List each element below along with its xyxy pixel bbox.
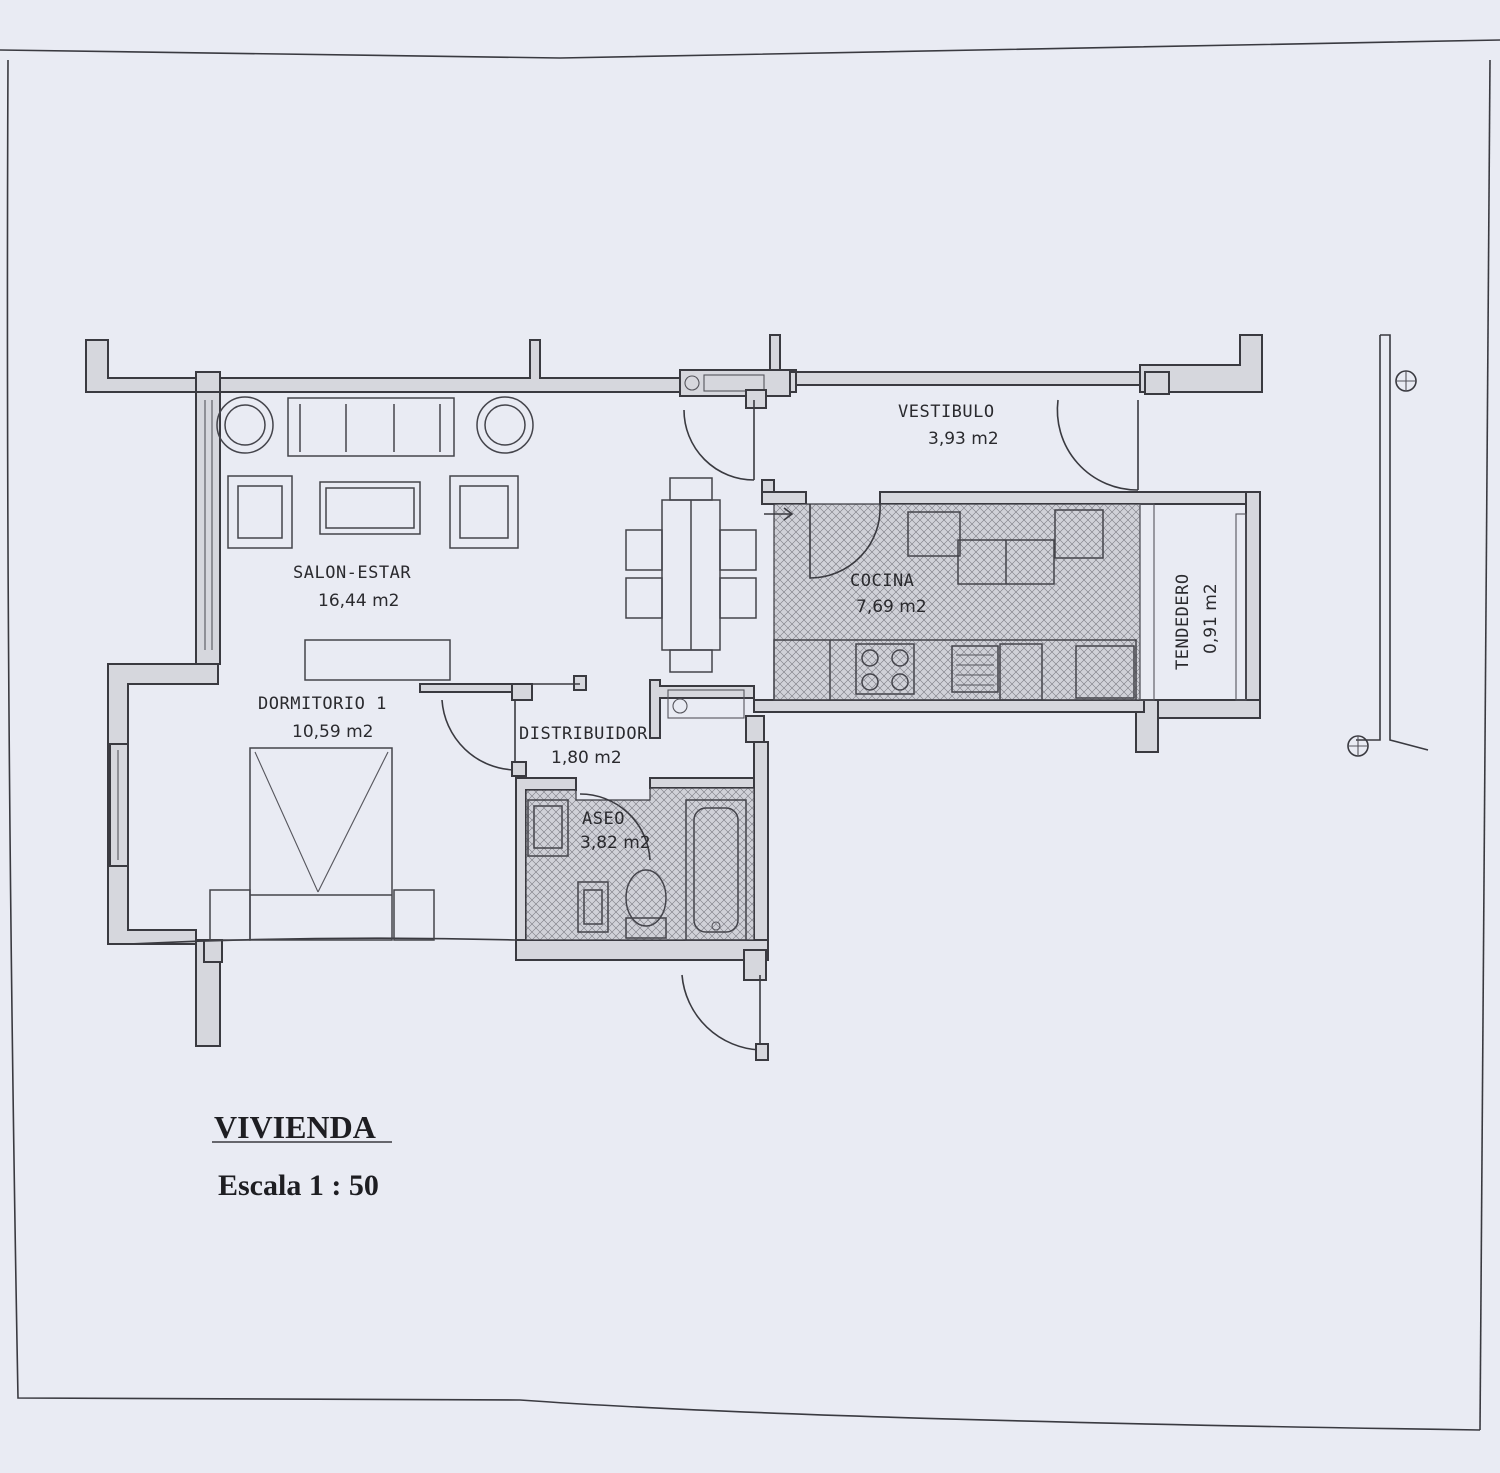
exterior-wall-north bbox=[85, 334, 1263, 403]
property-line bbox=[1347, 334, 1429, 757]
plan-title: VIVIENDA bbox=[214, 1109, 376, 1145]
tendedero bbox=[1139, 503, 1247, 701]
vestibulo-area: 3,93 m2 bbox=[928, 429, 999, 449]
salon-west-wall bbox=[195, 391, 221, 665]
interior-walls bbox=[753, 479, 1261, 753]
dormitorio-area: 10,59 m2 bbox=[292, 722, 373, 742]
plan-scale: Escala 1 : 50 bbox=[218, 1169, 379, 1202]
dormitorio-walls bbox=[107, 663, 533, 1047]
cocina-area: 7,69 m2 bbox=[856, 597, 927, 617]
aseo-area: 3,82 m2 bbox=[580, 833, 651, 853]
vestibulo-doors bbox=[683, 399, 1139, 491]
salon-label: SALON-ESTAR bbox=[293, 563, 411, 583]
salon-area: 16,44 m2 bbox=[318, 591, 399, 611]
shaft bbox=[679, 369, 791, 409]
cocina-floor bbox=[764, 503, 1141, 701]
vestibulo-label: VESTIBULO bbox=[898, 402, 995, 422]
aseo-fixtures bbox=[525, 787, 755, 941]
cocina-label: COCINA bbox=[850, 571, 914, 591]
tendedero-area: 0,91 m2 bbox=[1201, 583, 1221, 654]
sheet-border bbox=[0, 39, 1500, 1431]
dormitorio-door bbox=[441, 675, 587, 777]
bed bbox=[209, 747, 435, 941]
tendedero-label: TENDEDERO bbox=[1173, 573, 1193, 670]
entry-door bbox=[681, 974, 769, 1061]
aseo-label: ASEO bbox=[582, 809, 625, 829]
distribuidor-area: 1,80 m2 bbox=[551, 748, 622, 768]
distribuidor-label: DISTRIBUIDOR bbox=[519, 724, 648, 744]
dining-table bbox=[625, 477, 757, 673]
salon-furniture bbox=[216, 396, 534, 681]
dormitorio-label: DORMITORIO 1 bbox=[258, 694, 387, 714]
aseo-walls bbox=[515, 679, 769, 981]
